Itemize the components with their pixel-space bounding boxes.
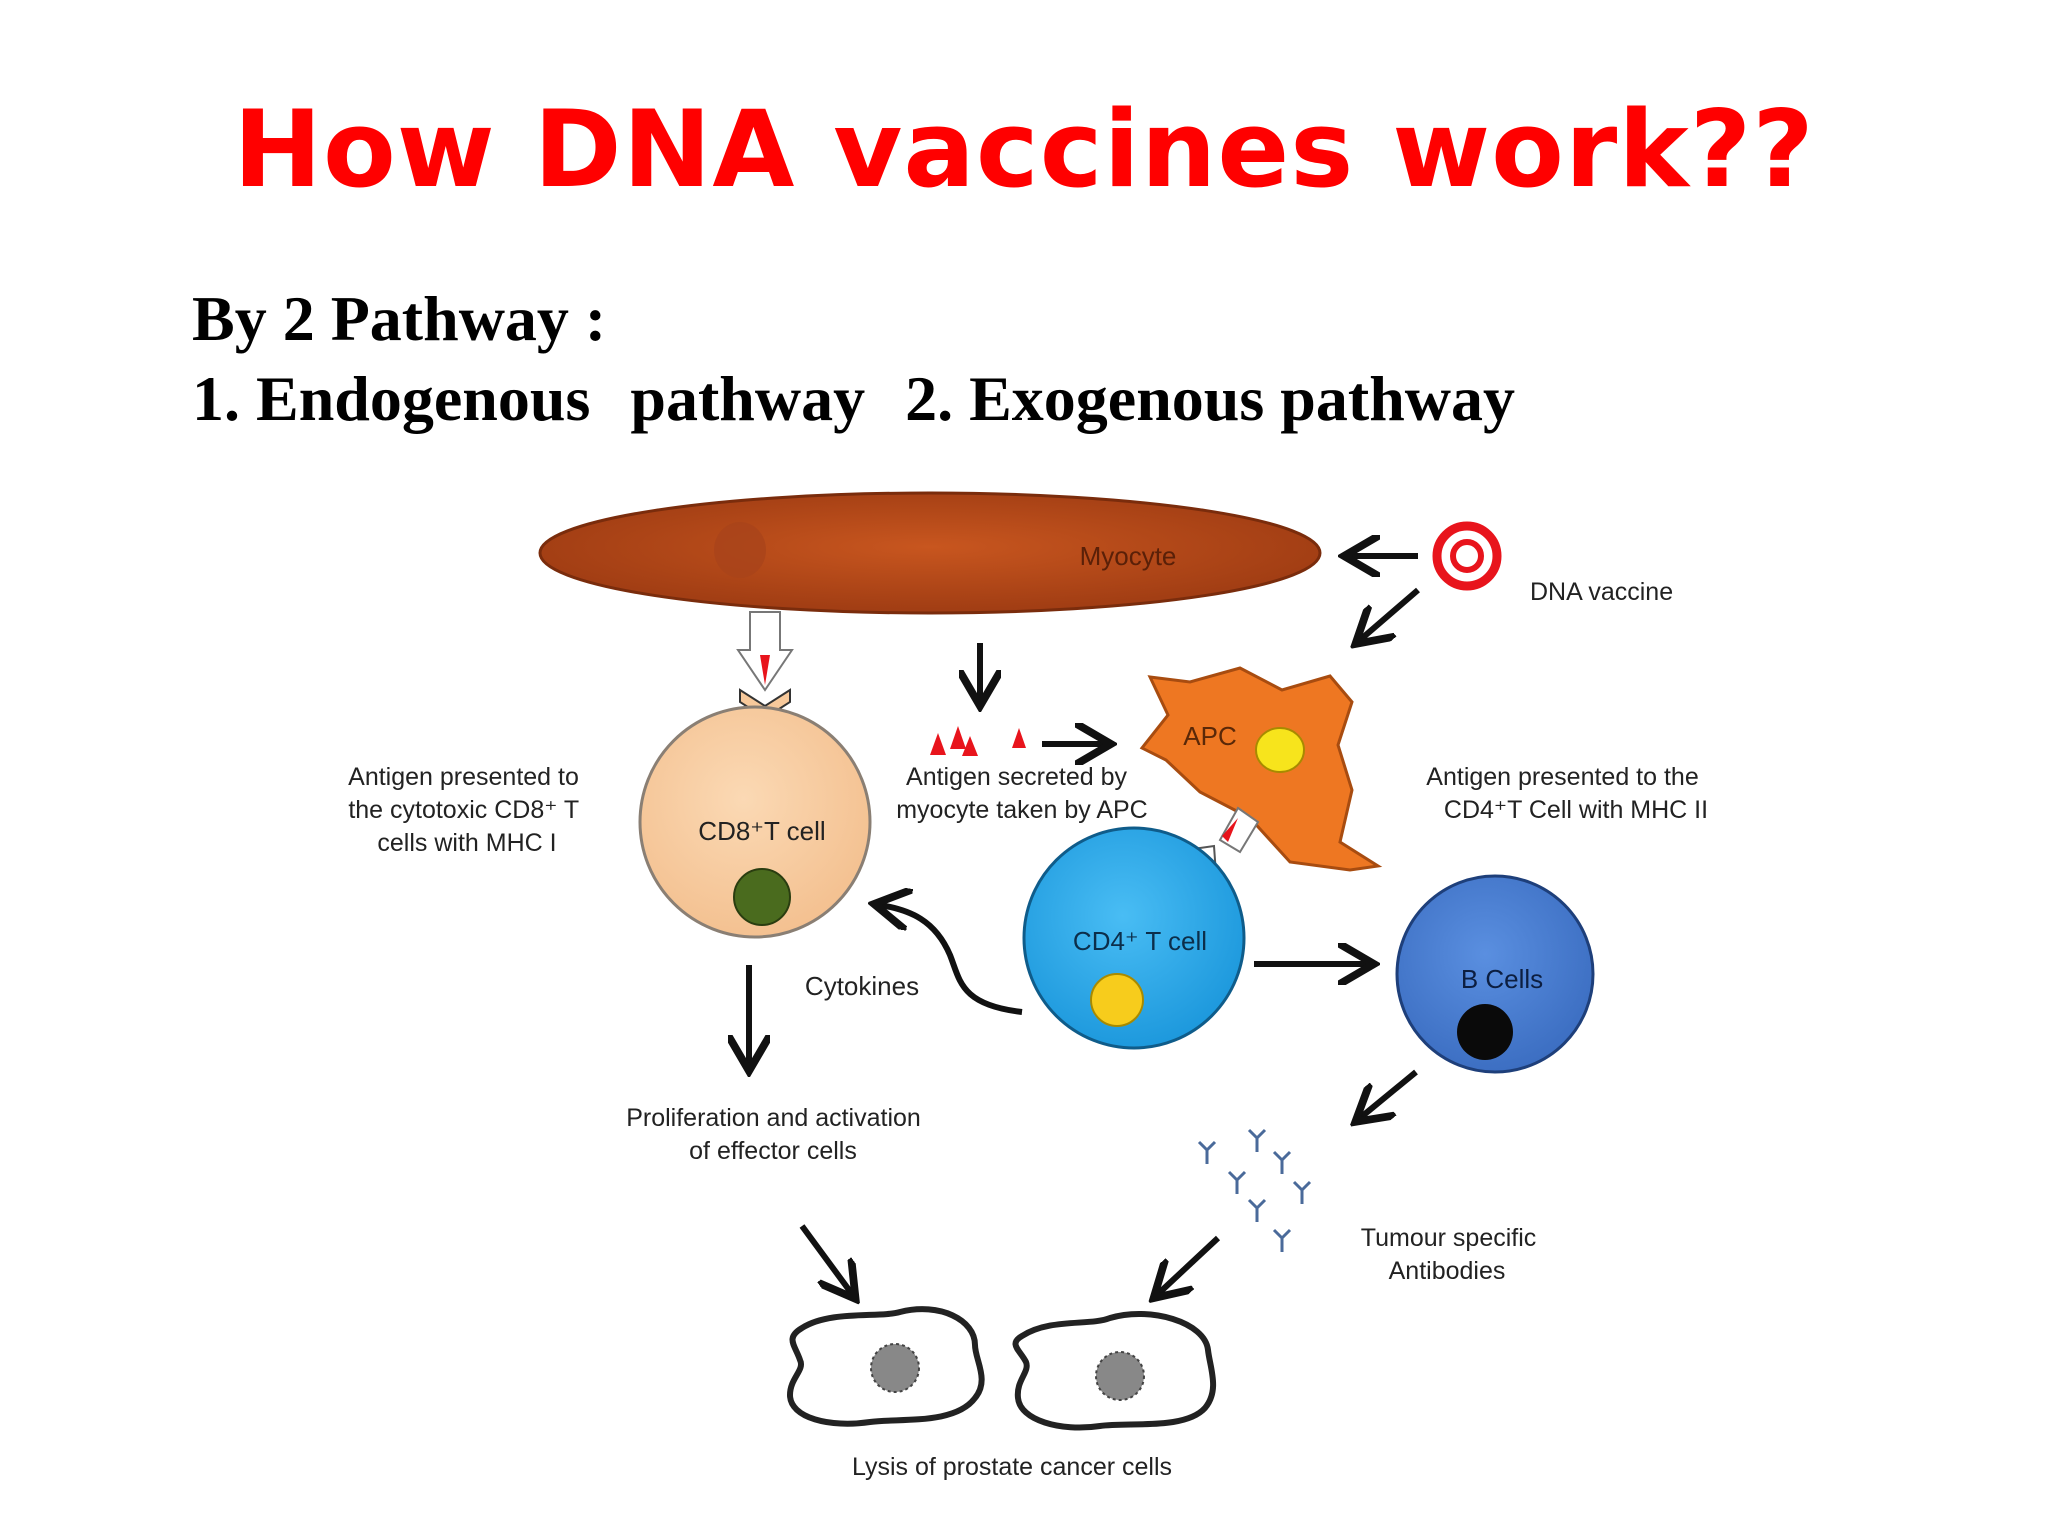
antibodies-label: Tumour specific Antibodies [1361, 1224, 1543, 1285]
cd4-t-cell: CD4⁺ T cell [1022, 826, 1246, 1050]
antigen-cd4-label: Antigen presented to the CD4⁺T Cell with… [1426, 763, 1708, 824]
proliferation-label: Proliferation and activation of effector… [626, 1104, 928, 1165]
slide-title: How DNA vaccines work?? [233, 88, 1815, 211]
b-cell: B Cells [1395, 874, 1595, 1074]
lysis-label: Lysis of prostate cancer cells [852, 1453, 1172, 1481]
antibodies-icon [1197, 1128, 1312, 1252]
pathway-heading: By 2 Pathway : [192, 283, 607, 354]
cd4-label: CD4⁺ T cell [1073, 926, 1207, 956]
pathway-endogenous-number: 1. Endogenous [192, 363, 591, 434]
antigen-cd8-label: Antigen presented to the cytotoxic CD8⁺ … [348, 763, 586, 857]
arrow-effector-to-cancer [799, 1224, 852, 1294]
mhc1-presentation-arrow [736, 611, 794, 720]
myocyte-cell: Myocyte [538, 491, 1322, 615]
cd8-label: CD8⁺T cell [698, 816, 825, 846]
b-cells-label: B Cells [1461, 964, 1543, 994]
cancer-cell [786, 1306, 985, 1427]
pathway-exogenous: 2. Exogenous pathway [905, 363, 1515, 434]
apc-cell: APC [1139, 666, 1383, 872]
arrow-cytokines [880, 905, 1023, 1015]
secreted-antigens [930, 726, 1026, 756]
cancer-cell [1012, 1311, 1217, 1431]
pathway-endogenous-word: pathway [630, 363, 866, 434]
myocyte-label: Myocyte [1080, 541, 1177, 571]
arrow-antibodies-to-cancer [1158, 1235, 1221, 1294]
arrow-bcell-to-antibodies [1360, 1069, 1418, 1118]
dna-vaccine-label: DNA vaccine [1530, 578, 1673, 606]
cd8-t-cell: CD8⁺T cell [638, 705, 872, 939]
arrow-plasmid-to-apc [1360, 587, 1420, 640]
apc-label: APC [1183, 721, 1236, 751]
dna-vaccine-plasmid-icon [1432, 521, 1502, 591]
antigen-secreted-label: Antigen secreted by myocyte taken by APC [896, 763, 1148, 824]
pathway-list: 1. Endogenous pathway 2. Exogenous pathway [192, 362, 1515, 436]
cytokines-label: Cytokines [805, 971, 919, 1001]
